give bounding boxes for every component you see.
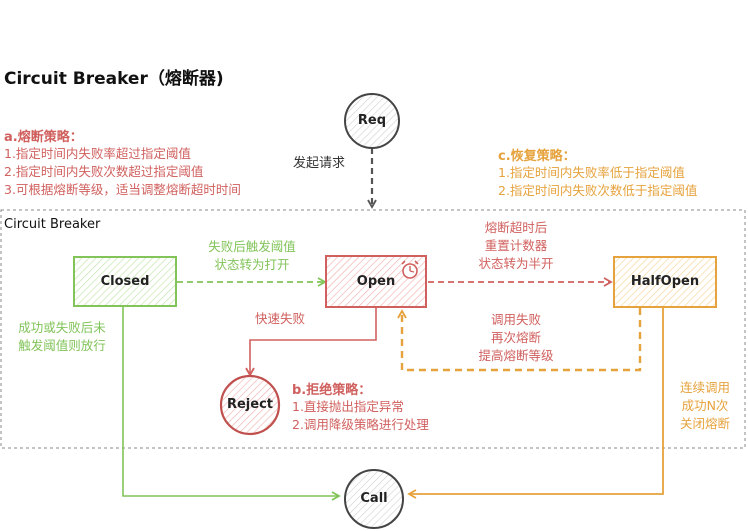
strategy-c-title: c.恢复策略： [498, 149, 576, 164]
closed-to-call-arrow [122, 307, 341, 501]
halfopen-label: HalfOpen [630, 274, 700, 289]
call-label: Call [360, 491, 388, 506]
req-label: Req [357, 113, 387, 128]
closed-to-open-note: 失败后触发阈值 状态转为打开 [208, 239, 296, 272]
strategy-a-title: a.熔断策略： [4, 130, 83, 145]
halfopen-node [613, 256, 717, 308]
strategy-b: b.拒绝策略： 1.直接抛出指定异常 2.调用降级策略进行处理 [292, 379, 429, 434]
open-node [325, 255, 427, 308]
strategy-a-line: 2.指定时间内失败次数超过指定阈值 [4, 164, 204, 179]
open-label: Open [356, 274, 396, 289]
strategy-a-line: 1.指定时间内失败率超过指定阈值 [4, 146, 191, 161]
strategy-a: a.熔断策略： 1.指定时间内失败率超过指定阈值 2.指定时间内失败次数超过指定… [4, 126, 241, 199]
closed-node [73, 256, 177, 307]
page-title: Circuit Breaker（熔断器) [4, 69, 224, 89]
halfopen-to-open-arrow [397, 308, 642, 372]
strategy-c-line: 2.指定时间内失败次数低于指定阈值 [498, 183, 698, 198]
strategy-c: c.恢复策略： 1.指定时间内失败率低于指定阈值 2.指定时间内失败次数低于指定… [498, 145, 697, 200]
strategy-b-line: 2.调用降级策略进行处理 [292, 417, 429, 432]
strategy-a-line: 3.可根据熔断等级，适当调整熔断超时时间 [4, 182, 241, 197]
strategy-b-line: 1.直接抛出指定异常 [292, 399, 404, 414]
strategy-c-line: 1.指定时间内失败率低于指定阈值 [498, 165, 685, 180]
circuit-breaker-frame [0, 209, 746, 449]
halfopen-to-call-arrow [407, 307, 664, 499]
closed-to-call-note: 成功或失败后未 触发阈值则放行 [18, 320, 106, 353]
open-to-reject-arrow [245, 308, 377, 377]
open-to-halfopen-note: 熔断超时后 重置计数器 状态转为半开 [478, 220, 554, 271]
frame-label: Circuit Breaker [4, 217, 101, 232]
reject-node [219, 374, 281, 436]
halfopen-to-open-note: 调用失败 再次熔断 提高熔断等级 [478, 312, 554, 363]
req-edge-label: 发起请求 [293, 156, 346, 171]
strategy-b-title: b.拒绝策略： [292, 383, 372, 398]
open-to-reject-note: 快速失败 [254, 311, 305, 326]
alarm-clock-icon [401, 260, 419, 279]
halfopen-to-call-note: 连续调用 成功N次 关闭熔断 [679, 380, 730, 431]
reject-label: Reject [226, 397, 274, 412]
req-node [344, 93, 400, 149]
call-node [344, 469, 404, 529]
closed-label: Closed [100, 274, 150, 289]
